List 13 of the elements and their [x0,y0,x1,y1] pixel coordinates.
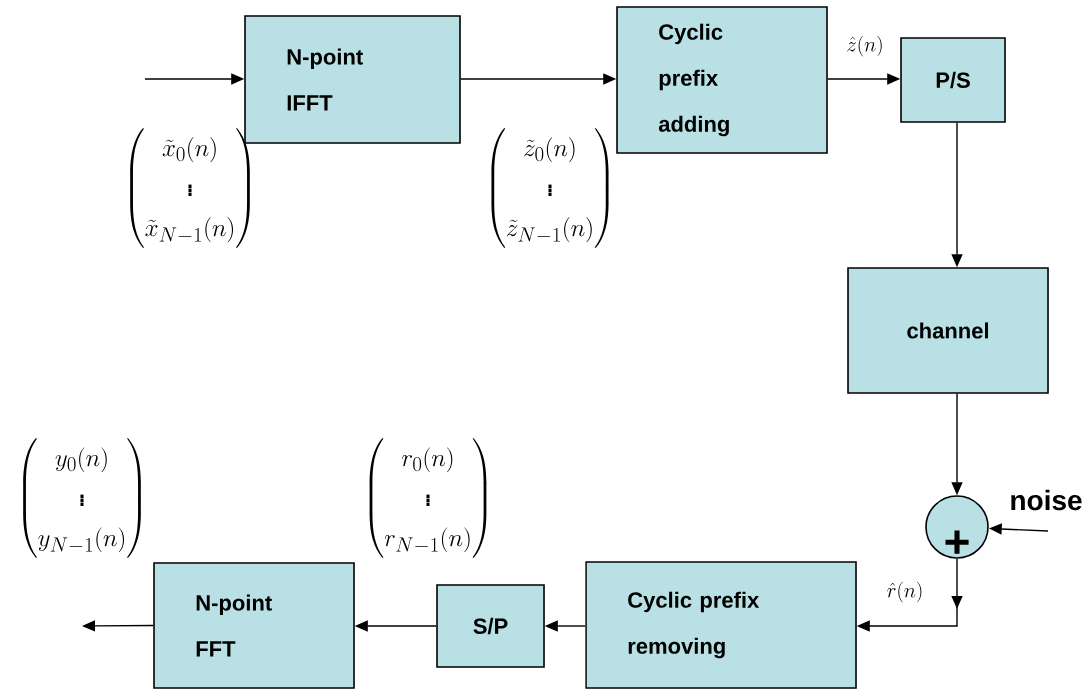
noise-label: noise [1011,489,1082,511]
process-box: N-point FFT [153,562,355,689]
process-box: Cyclic prefix adding [616,6,828,154]
process-box: Cyclic prefix removing [585,561,857,689]
edge-label: $\hat{r}(n)$ [885,580,925,604]
edge-label: $\hat{z}(n)$ [845,34,885,58]
process-box: P/S [900,37,1006,123]
process-box: channel [847,267,1049,394]
vector-label: $\begin{pmatrix}\tilde{z}_0(n)\\ \vdots\\ \tilde{z}_{N-1}(n)\end{pmatrix}$ [491,128,609,248]
vector-label: $\begin{pmatrix}r_0(n)\\ \vdots\\ r_{N-1}(n)\end{pmatrix}$ [369,438,487,558]
vector-label: $\begin{pmatrix}y_0(n)\\ \vdots\\ y_{N-1}(n)\end{pmatrix}$ [23,438,141,558]
process-box: S/P [436,584,545,668]
process-box: N-point IFFT [244,15,461,144]
